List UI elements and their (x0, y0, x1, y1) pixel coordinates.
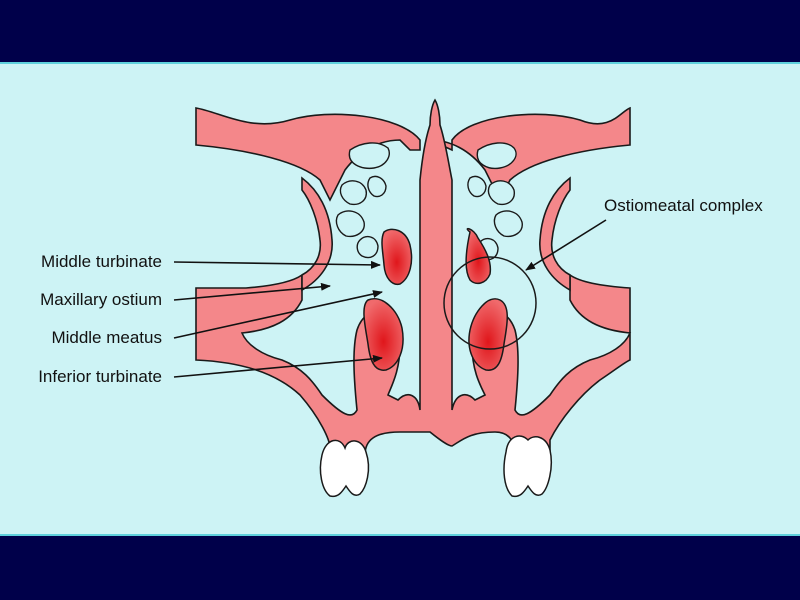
label-arrows (173, 219, 607, 378)
label-middle-turbinate: Middle turbinate (41, 252, 162, 271)
label-middle-meatus: Middle meatus (51, 328, 162, 347)
tooth-icon (503, 435, 553, 498)
tooth-icon (319, 439, 370, 498)
label-maxillary-ostium: Maxillary ostium (40, 290, 162, 309)
teeth (319, 435, 553, 498)
arrow-icon (173, 290, 383, 339)
arrow-icon (173, 354, 383, 378)
arrow-icon (525, 219, 607, 271)
turbinates (363, 227, 508, 371)
tissue-body (195, 98, 632, 469)
middle-turbinate-left (381, 228, 413, 286)
arrow-icon (173, 260, 381, 269)
inferior-turbinate-right (468, 298, 508, 371)
label-ostiomeatal-complex: Ostiomeatal complex (604, 196, 763, 215)
middle-turbinate-right (465, 227, 492, 285)
label-inferior-turbinate: Inferior turbinate (38, 367, 162, 386)
inferior-turbinate-left (363, 297, 404, 371)
arrow-icon (173, 282, 331, 301)
ethmoid-cells-left (335, 142, 390, 259)
ostiomeatal-complex-circle (443, 256, 537, 350)
